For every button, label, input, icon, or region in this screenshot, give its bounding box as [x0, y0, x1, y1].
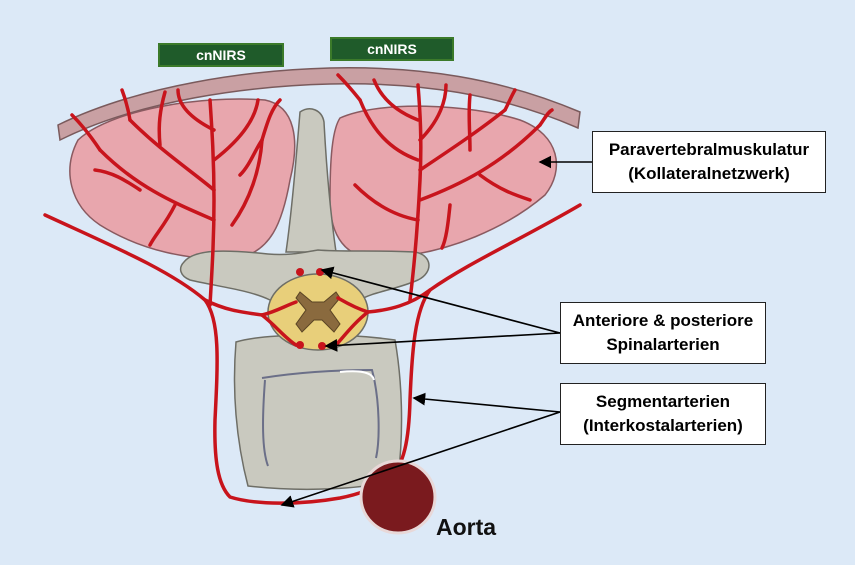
- label-segmental-line2: (Interkostalarterien): [561, 414, 765, 438]
- label-paravertebral-line1: Paravertebralmuskulatur: [593, 138, 825, 162]
- label-spinal-line2: Spinalarterien: [561, 333, 765, 357]
- label-spinal-line1: Anteriore & posteriore: [561, 309, 765, 333]
- label-paravertebral-muscles: Paravertebralmuskulatur (Kollateralnetzw…: [592, 131, 826, 193]
- label-segmental-line1: Segmentarterien: [561, 390, 765, 414]
- cnnirs-sensor-left: cnNIRS: [158, 43, 284, 67]
- label-segmental-arteries: Segmentarterien (Interkostalarterien): [560, 383, 766, 445]
- label-spinal-arteries: Anteriore & posteriore Spinalarterien: [560, 302, 766, 364]
- label-aorta: Aorta: [436, 514, 496, 541]
- cnnirs-sensor-right: cnNIRS: [330, 37, 454, 61]
- label-paravertebral-line2: (Kollateralnetzwerk): [593, 162, 825, 186]
- aorta-vessel: [361, 461, 435, 533]
